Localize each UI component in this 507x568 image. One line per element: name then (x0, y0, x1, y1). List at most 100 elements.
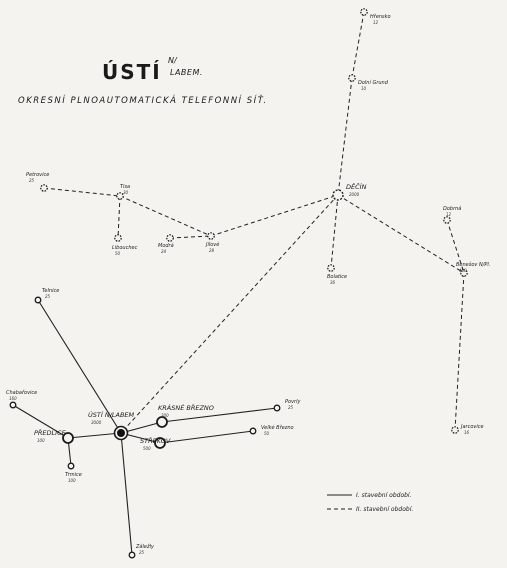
node-number: 3000 (91, 420, 102, 425)
link-decin-benesov (337, 194, 465, 274)
node-number: 25 (45, 294, 51, 299)
link-tisa-jilove (119, 195, 212, 237)
node-label: Dobrná (443, 205, 461, 212)
node-number: 12 (373, 20, 379, 25)
link-usti-zalezly (120, 432, 133, 556)
node-label: Povrly (285, 399, 301, 405)
link-jilove-decin (210, 194, 339, 237)
link-hrensko-dolni-grund (351, 11, 365, 79)
node-marker (128, 551, 136, 559)
link-decin-bynovec (330, 194, 339, 269)
node-marker (166, 234, 174, 242)
node-marker (40, 184, 48, 192)
node-label: Bolatice (327, 274, 347, 280)
node-label: Jarcovice (460, 424, 484, 430)
link-modra-jilove (169, 235, 212, 239)
link-benesov-jarcovice (454, 272, 465, 431)
node-number: 12 (446, 212, 452, 217)
map-title-superscript: N/ (168, 56, 177, 65)
node-number: 160 (9, 396, 17, 401)
legend: I. stavební období. II. stavební období. (327, 492, 413, 513)
node-label: Modrá (158, 242, 174, 249)
node-marker (207, 232, 215, 240)
node-label: Telnice (42, 288, 59, 294)
node-number: 25 (29, 178, 35, 183)
map-title-labem: LABEM. (170, 68, 203, 77)
node-marker (327, 264, 335, 272)
node-marker (273, 404, 281, 412)
link-dobrna-benesov (446, 219, 465, 274)
node-number: 24 (161, 249, 167, 254)
node-label: Hřensko (370, 13, 391, 20)
node-benesov: Benešov N/Pl.400 (456, 261, 490, 277)
map-subtitle: OKRESNÍ PLNOAUTOMATICKÁ TELEFONNÍ SÍŤ. (18, 96, 268, 106)
node-label: Velké Březno (261, 424, 294, 431)
node-label: ÚSTÍ N/LABEM (88, 410, 135, 419)
node-label: Dolní Grund (358, 79, 389, 86)
node-marker (67, 462, 75, 470)
node-number: 25 (139, 550, 145, 555)
link-tisa-libouchec (117, 195, 121, 239)
link-predlice-usti (67, 432, 122, 439)
legend-dashed-label: II. stavební období. (356, 506, 413, 513)
node-marker (116, 192, 124, 200)
link-dolni-grund-decin (337, 77, 353, 196)
node-number: 28 (209, 248, 215, 253)
node-label: PŘEDLICE (34, 428, 67, 437)
node-label: Tisa (120, 184, 130, 190)
node-marker (348, 74, 356, 82)
node-marker (460, 269, 468, 277)
node-number: 2000 (349, 192, 360, 197)
node-number: 100 (37, 438, 45, 443)
node-marker (249, 427, 257, 435)
node-marker (451, 426, 459, 434)
node-marker (443, 216, 451, 224)
node-label: Chabařovice (6, 389, 37, 396)
link-decin-usti (120, 194, 339, 434)
link-petrovice-tisa (43, 187, 121, 197)
legend-solid-label: I. stavební období. (356, 492, 412, 499)
node-number: 500 (143, 446, 151, 451)
map-title: ÚSTÍ (102, 60, 162, 84)
link-telnice-usti (37, 299, 122, 434)
node-marker (114, 234, 122, 242)
node-number: 16 (464, 430, 470, 435)
node-marker (360, 8, 368, 16)
node-number: 400 (459, 268, 467, 273)
node-number: 36 (330, 280, 336, 285)
node-number: 50 (115, 251, 121, 256)
node-label: Libouchec (112, 245, 138, 251)
node-marker (156, 416, 168, 428)
node-label: Jílové (205, 241, 219, 248)
node-marker (117, 429, 125, 437)
node-marker (332, 189, 344, 201)
link-krasne-brezno-povrly (161, 407, 278, 423)
node-number: 50 (264, 431, 270, 436)
node-number: 30 (123, 190, 129, 195)
node-label: Benešov N/Pl. (456, 261, 490, 268)
link-strekov-velke-brezno (159, 430, 254, 444)
node-label: DĚČÍN (346, 182, 367, 191)
